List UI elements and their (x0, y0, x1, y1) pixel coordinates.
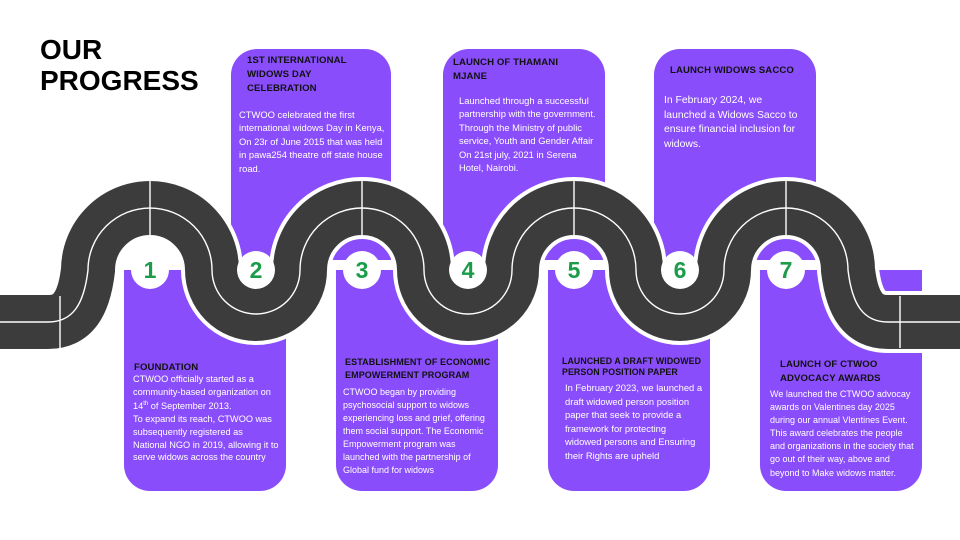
milestone-number-1: 1 (131, 251, 169, 289)
milestone-body-7: We launched the CTWOO advocay awards on … (770, 389, 914, 478)
milestone-number-5: 5 (555, 251, 593, 289)
milestone-body-1-line-2: To expand its reach, CTWOO was subsequen… (133, 414, 279, 463)
milestone-body-1-line-1: CTWOO officially started as a community-… (133, 374, 271, 412)
milestone-title-1: FOUNDATION (134, 362, 199, 373)
milestone-body-5: In February 2023, we launched a draft wi… (565, 382, 703, 461)
milestone-body-4: Launched through a successful partnershi… (459, 95, 596, 174)
milestone-title-3: ESTABLISHMENT OF ECONOMIC EMPOWERMENT PR… (345, 357, 491, 380)
milestone-title-7: LAUNCH OF CTWOO ADVOCACY AWARDS (780, 359, 881, 384)
title-line-2: PROGRESS (40, 65, 199, 96)
milestone-body-6: In February 2024, we launched a Widows S… (664, 95, 798, 150)
milestone-number-3: 3 (343, 251, 381, 289)
milestone-number-2: 2 (237, 251, 275, 289)
milestone-number-4: 4 (449, 251, 487, 289)
milestone-title-5: LAUNCHED A DRAFT WIDOWED PERSON POSITION… (562, 356, 702, 377)
milestone-body-3: CTWOO began by providing psychosocial su… (343, 387, 485, 475)
title-line-1: OUR (40, 34, 103, 65)
milestone-title-2: 1ST INTERNATIONAL WIDOWS DAY CELEBRATION (247, 55, 347, 94)
milestone-body-1-line-1-end: of September 2013. (148, 401, 232, 412)
road-centerline (0, 207, 960, 323)
milestone-body-2: CTWOO celebrated the first international… (239, 109, 385, 174)
milestone-number-6: 6 (661, 251, 699, 289)
milestone-title-6: LAUNCH WIDOWS SACCO (670, 65, 794, 76)
milestone-body-1-sup: th (143, 401, 149, 408)
milestone-number-7: 7 (767, 251, 805, 289)
milestone-title-4: LAUNCH OF THAMANI MJANE (453, 57, 559, 82)
road-dividers (59, 181, 901, 348)
milestone-body-1: CTWOO officially started as a community-… (133, 373, 279, 464)
